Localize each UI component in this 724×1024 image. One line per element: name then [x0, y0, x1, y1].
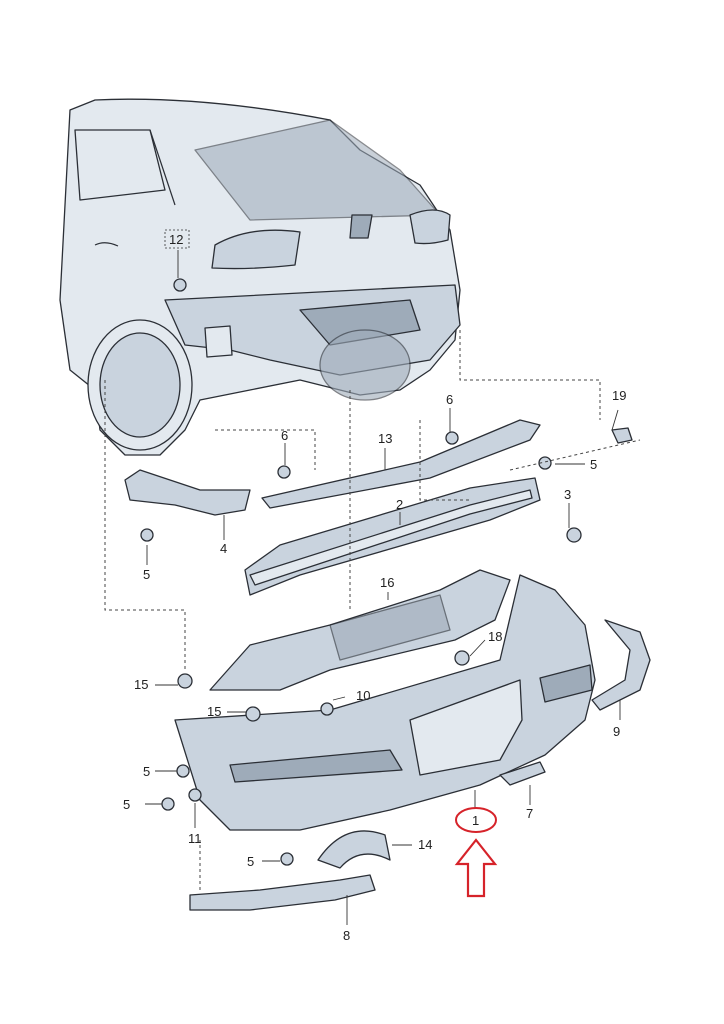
highlight-arrow-icon	[454, 838, 498, 898]
callout-9: 9	[613, 724, 620, 739]
callout-15-upper: 15	[134, 677, 148, 692]
callout-5-left: 5	[143, 567, 150, 582]
callout-6-top: 6	[281, 428, 288, 443]
part-13-guide-rail	[261, 419, 541, 509]
callout-8: 8	[343, 928, 350, 943]
callout-18: 18	[488, 629, 502, 644]
callout-19: 19	[612, 388, 626, 403]
callout-3: 3	[564, 487, 571, 502]
part-4-side-bracket	[124, 469, 251, 516]
callout-5-bottom: 5	[247, 854, 254, 869]
callout-12-box	[164, 229, 190, 249]
callout-12: 12	[169, 232, 183, 247]
callout-5-right: 5	[590, 457, 597, 472]
car-rear-body	[59, 98, 461, 456]
assembly-lines	[104, 330, 641, 890]
callout-5-mid: 5	[143, 764, 150, 779]
callout-4: 4	[220, 541, 227, 556]
callout-7: 7	[526, 806, 533, 821]
callout-16: 16	[380, 575, 394, 590]
part-1-highlight	[454, 807, 498, 898]
fasteners	[140, 278, 633, 866]
part-7-bracket	[499, 761, 546, 786]
leader-lines	[145, 250, 621, 925]
callout-10: 10	[356, 688, 370, 703]
callout-1: 1	[472, 813, 479, 828]
highlight-ring	[455, 807, 497, 833]
part-9-trim-strip	[591, 619, 651, 711]
part-14-deflector	[317, 830, 391, 869]
callout-2: 2	[396, 497, 403, 512]
callout-15-lower: 15	[207, 704, 221, 719]
callout-11: 11	[188, 831, 202, 846]
callout-14: 14	[418, 837, 432, 852]
callout-labels: 12 6 6 19 13 5 3 2 4 5 16 18 15 10 15 9 …	[123, 229, 626, 943]
part-8-lower-trim	[189, 874, 376, 911]
callout-6-upper: 6	[446, 392, 453, 407]
callout-13: 13	[378, 431, 392, 446]
callout-5-lower: 5	[123, 797, 130, 812]
